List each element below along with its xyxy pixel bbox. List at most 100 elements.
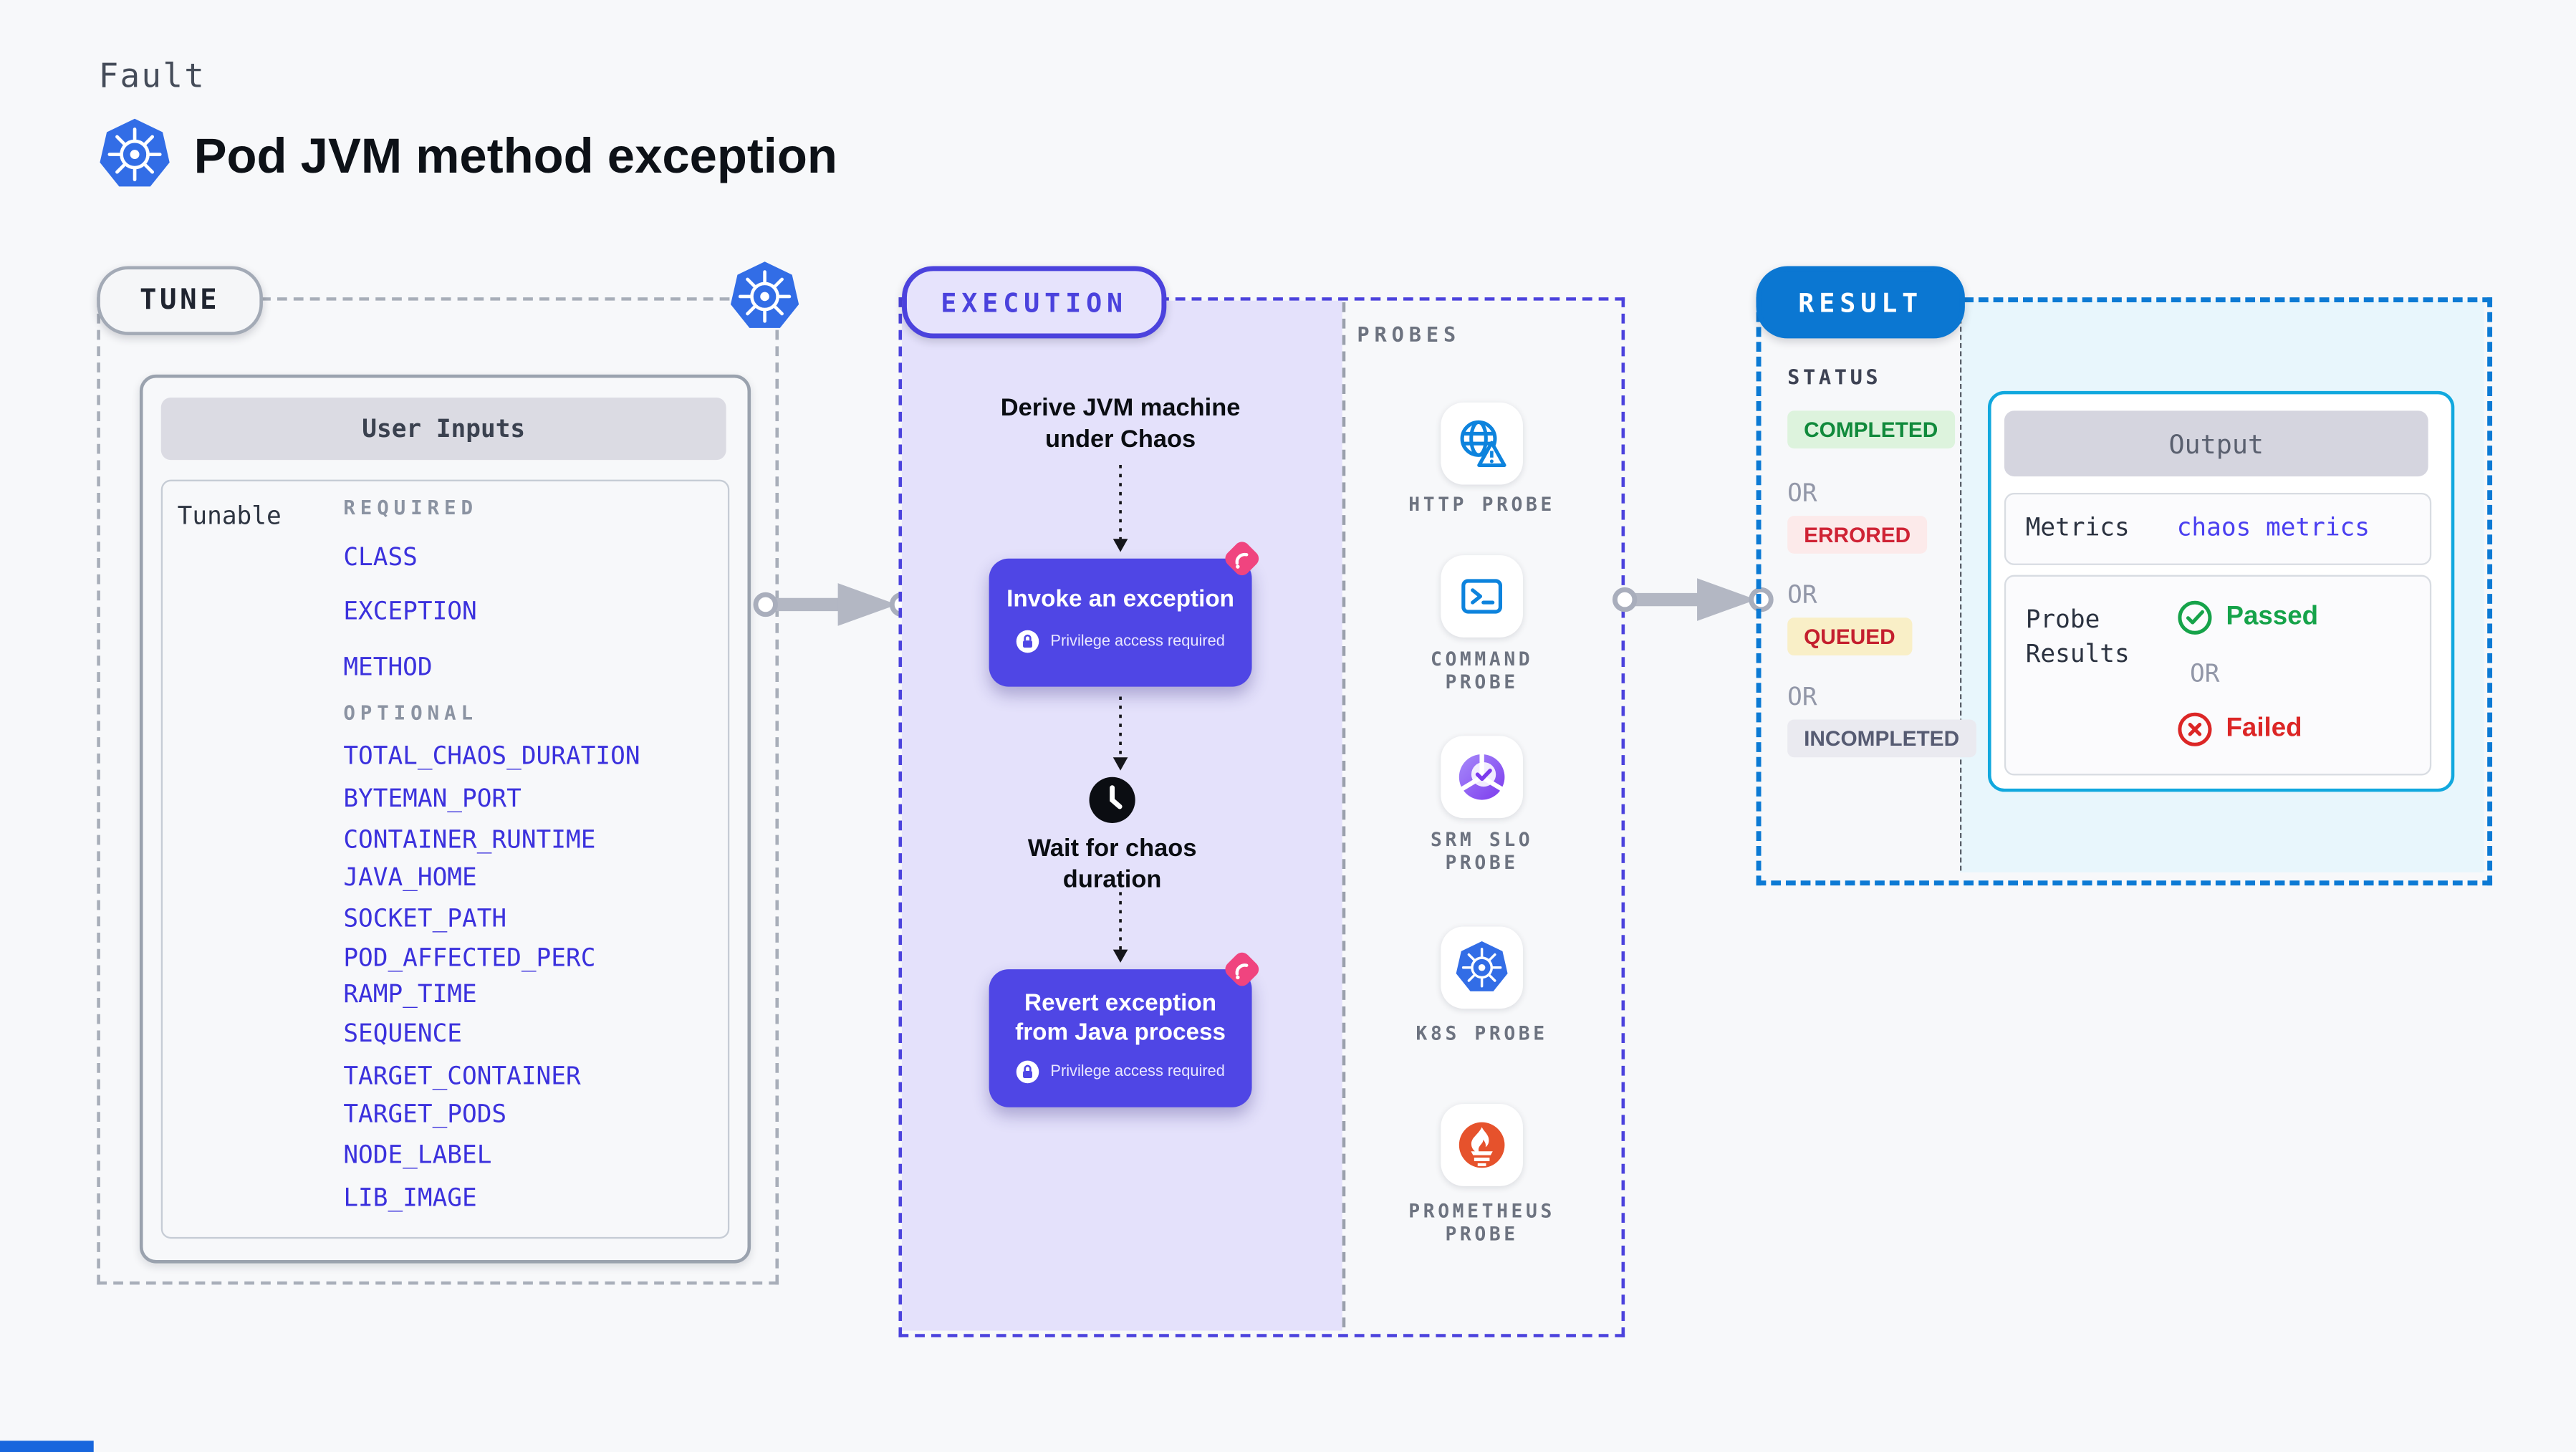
status-label: STATUS bbox=[1787, 365, 1882, 390]
tunable-label: Tunable bbox=[177, 501, 282, 531]
page-title: Pod JVM method exception bbox=[193, 130, 837, 184]
gauge-check-icon bbox=[1458, 752, 1505, 800]
flow-arrow bbox=[1612, 573, 1776, 625]
probe-label-line: SRM SLO bbox=[1430, 827, 1534, 851]
invoke-title: Invoke an exception bbox=[1006, 586, 1235, 613]
passed-label: Passed bbox=[2226, 602, 2319, 631]
result-separator bbox=[1959, 302, 1962, 871]
status-badge-errored: ERRORED bbox=[1787, 516, 1928, 554]
or-text: OR bbox=[2190, 658, 2220, 688]
fault-kicker: Fault bbox=[98, 55, 206, 96]
step-wait-line1: Wait for chaos bbox=[1027, 835, 1197, 863]
step-derive-line2: under Chaos bbox=[1044, 425, 1196, 453]
execution-badge: EXECUTION bbox=[902, 266, 1167, 339]
execution-boundary bbox=[898, 297, 1625, 1337]
prometheus-probe-card bbox=[1441, 1104, 1523, 1186]
env-var[interactable]: TARGET_PODS bbox=[343, 1099, 507, 1129]
output-card: Output Metrics chaos metrics Probe Resul… bbox=[1987, 390, 2455, 792]
metrics-value-link[interactable]: chaos metrics bbox=[2176, 512, 2370, 542]
tunable-panel: Tunable REQUIRED CLASS EXCEPTION METHOD … bbox=[160, 479, 730, 1239]
result-boundary bbox=[1756, 297, 2493, 886]
step-wait-line2: duration bbox=[1062, 865, 1162, 894]
probes-separator bbox=[1342, 302, 1346, 1328]
env-var[interactable]: SEQUENCE bbox=[343, 1018, 463, 1049]
command-probe-card bbox=[1441, 555, 1523, 638]
env-var[interactable]: NODE_LABEL bbox=[343, 1140, 492, 1170]
check-circle-icon bbox=[2178, 600, 2212, 635]
revert-exception-card: Revert exception from Java process Privi… bbox=[989, 969, 1252, 1107]
env-var[interactable]: TOTAL_CHAOS_DURATION bbox=[343, 741, 640, 771]
privilege-row: Privilege access required bbox=[989, 1059, 1252, 1084]
status-badge-completed: COMPLETED bbox=[1787, 410, 1955, 449]
kubernetes-icon bbox=[1454, 940, 1509, 993]
failed-label: Failed bbox=[2226, 714, 2302, 743]
status-badge-incompleted: INCOMPLETED bbox=[1787, 719, 1976, 758]
probe-results-label: Probe Results bbox=[2025, 604, 2130, 669]
http-probe-card bbox=[1441, 402, 1523, 485]
env-var[interactable]: CONTAINER_RUNTIME bbox=[343, 824, 596, 855]
cutoff-element bbox=[0, 1441, 94, 1452]
probe-label-line: PROMETHEUS bbox=[1408, 1199, 1555, 1223]
env-var[interactable]: EXCEPTION bbox=[343, 596, 477, 626]
tune-boundary bbox=[97, 297, 779, 1285]
env-var[interactable]: TARGET_CONTAINER bbox=[343, 1061, 581, 1091]
chaos-spark-icon bbox=[1219, 536, 1265, 582]
k8s-probe-card bbox=[1441, 926, 1523, 1009]
lock-icon bbox=[1017, 630, 1040, 653]
step-derive: Derive JVM machine under Chaos bbox=[948, 393, 1293, 455]
metrics-label: Metrics bbox=[2025, 512, 2130, 542]
env-var[interactable]: JAVA_HOME bbox=[343, 862, 477, 893]
kubernetes-icon bbox=[728, 259, 802, 333]
user-inputs-title: User Inputs bbox=[160, 397, 726, 461]
privilege-label: Privilege access required bbox=[1050, 632, 1225, 651]
env-var[interactable]: POD_AFFECTED_PERC bbox=[343, 943, 596, 973]
tune-badge: TUNE bbox=[97, 266, 263, 335]
result-badge: RESULT bbox=[1756, 266, 1965, 339]
env-var[interactable]: BYTEMAN_PORT bbox=[343, 783, 522, 814]
globe-warning-icon bbox=[1460, 420, 1506, 468]
step-derive-line1: Derive JVM machine bbox=[1000, 394, 1241, 423]
flow-connector bbox=[1112, 696, 1128, 771]
lock-icon bbox=[1017, 1060, 1040, 1084]
privilege-label: Privilege access required bbox=[1050, 1062, 1225, 1082]
flow-arrow bbox=[752, 578, 916, 630]
probe-label: COMMAND PROBE bbox=[1367, 648, 1597, 693]
or-text: OR bbox=[1787, 681, 1817, 712]
env-var[interactable]: RAMP_TIME bbox=[343, 979, 477, 1009]
or-text: OR bbox=[1787, 478, 1817, 508]
step-wait: Wait for chaos duration bbox=[973, 833, 1252, 895]
or-text: OR bbox=[1787, 580, 1817, 610]
clock-icon bbox=[1089, 777, 1135, 823]
revert-title-line2: from Java process bbox=[1015, 1020, 1226, 1047]
revert-title-line1: Revert exception bbox=[1024, 990, 1217, 1017]
env-var[interactable]: METHOD bbox=[343, 652, 433, 682]
probe-label-line: HTTP PROBE bbox=[1408, 493, 1555, 516]
env-var[interactable]: LIB_IMAGE bbox=[343, 1183, 477, 1213]
terminal-icon bbox=[1461, 579, 1503, 614]
status-badge-queued: QUEUED bbox=[1787, 617, 1912, 656]
flow-connector bbox=[1112, 465, 1128, 552]
probe-label-line: K8S PROBE bbox=[1416, 1021, 1548, 1045]
probe-label-line: PROBE bbox=[1445, 850, 1519, 875]
probe-label: PROMETHEUS PROBE bbox=[1367, 1199, 1597, 1245]
optional-label: OPTIONAL bbox=[343, 701, 478, 725]
required-label: REQUIRED bbox=[343, 496, 478, 519]
prometheus-flame-icon bbox=[1458, 1122, 1505, 1168]
user-inputs-card: User Inputs Tunable REQUIRED CLASS EXCEP… bbox=[139, 374, 751, 1264]
probe-label-line: COMMAND bbox=[1430, 647, 1534, 670]
flow-connector bbox=[1112, 892, 1128, 963]
kubernetes-icon bbox=[97, 117, 172, 192]
probe-label: SRM SLO PROBE bbox=[1367, 828, 1597, 874]
probe-label: HTTP PROBE bbox=[1367, 493, 1597, 516]
probe-label: K8S PROBE bbox=[1367, 1021, 1597, 1044]
chaos-spark-icon bbox=[1219, 946, 1265, 992]
probe-label-line: PROBE bbox=[1445, 1222, 1519, 1246]
env-var[interactable]: CLASS bbox=[343, 542, 418, 572]
env-var[interactable]: SOCKET_PATH bbox=[343, 903, 507, 933]
srm-slo-probe-card bbox=[1441, 736, 1523, 819]
probes-heading: PROBES bbox=[1357, 322, 1461, 347]
privilege-row: Privilege access required bbox=[989, 629, 1252, 653]
invoke-exception-card: Invoke an exception Privilege access req… bbox=[989, 558, 1252, 687]
output-title: Output bbox=[2004, 410, 2428, 477]
